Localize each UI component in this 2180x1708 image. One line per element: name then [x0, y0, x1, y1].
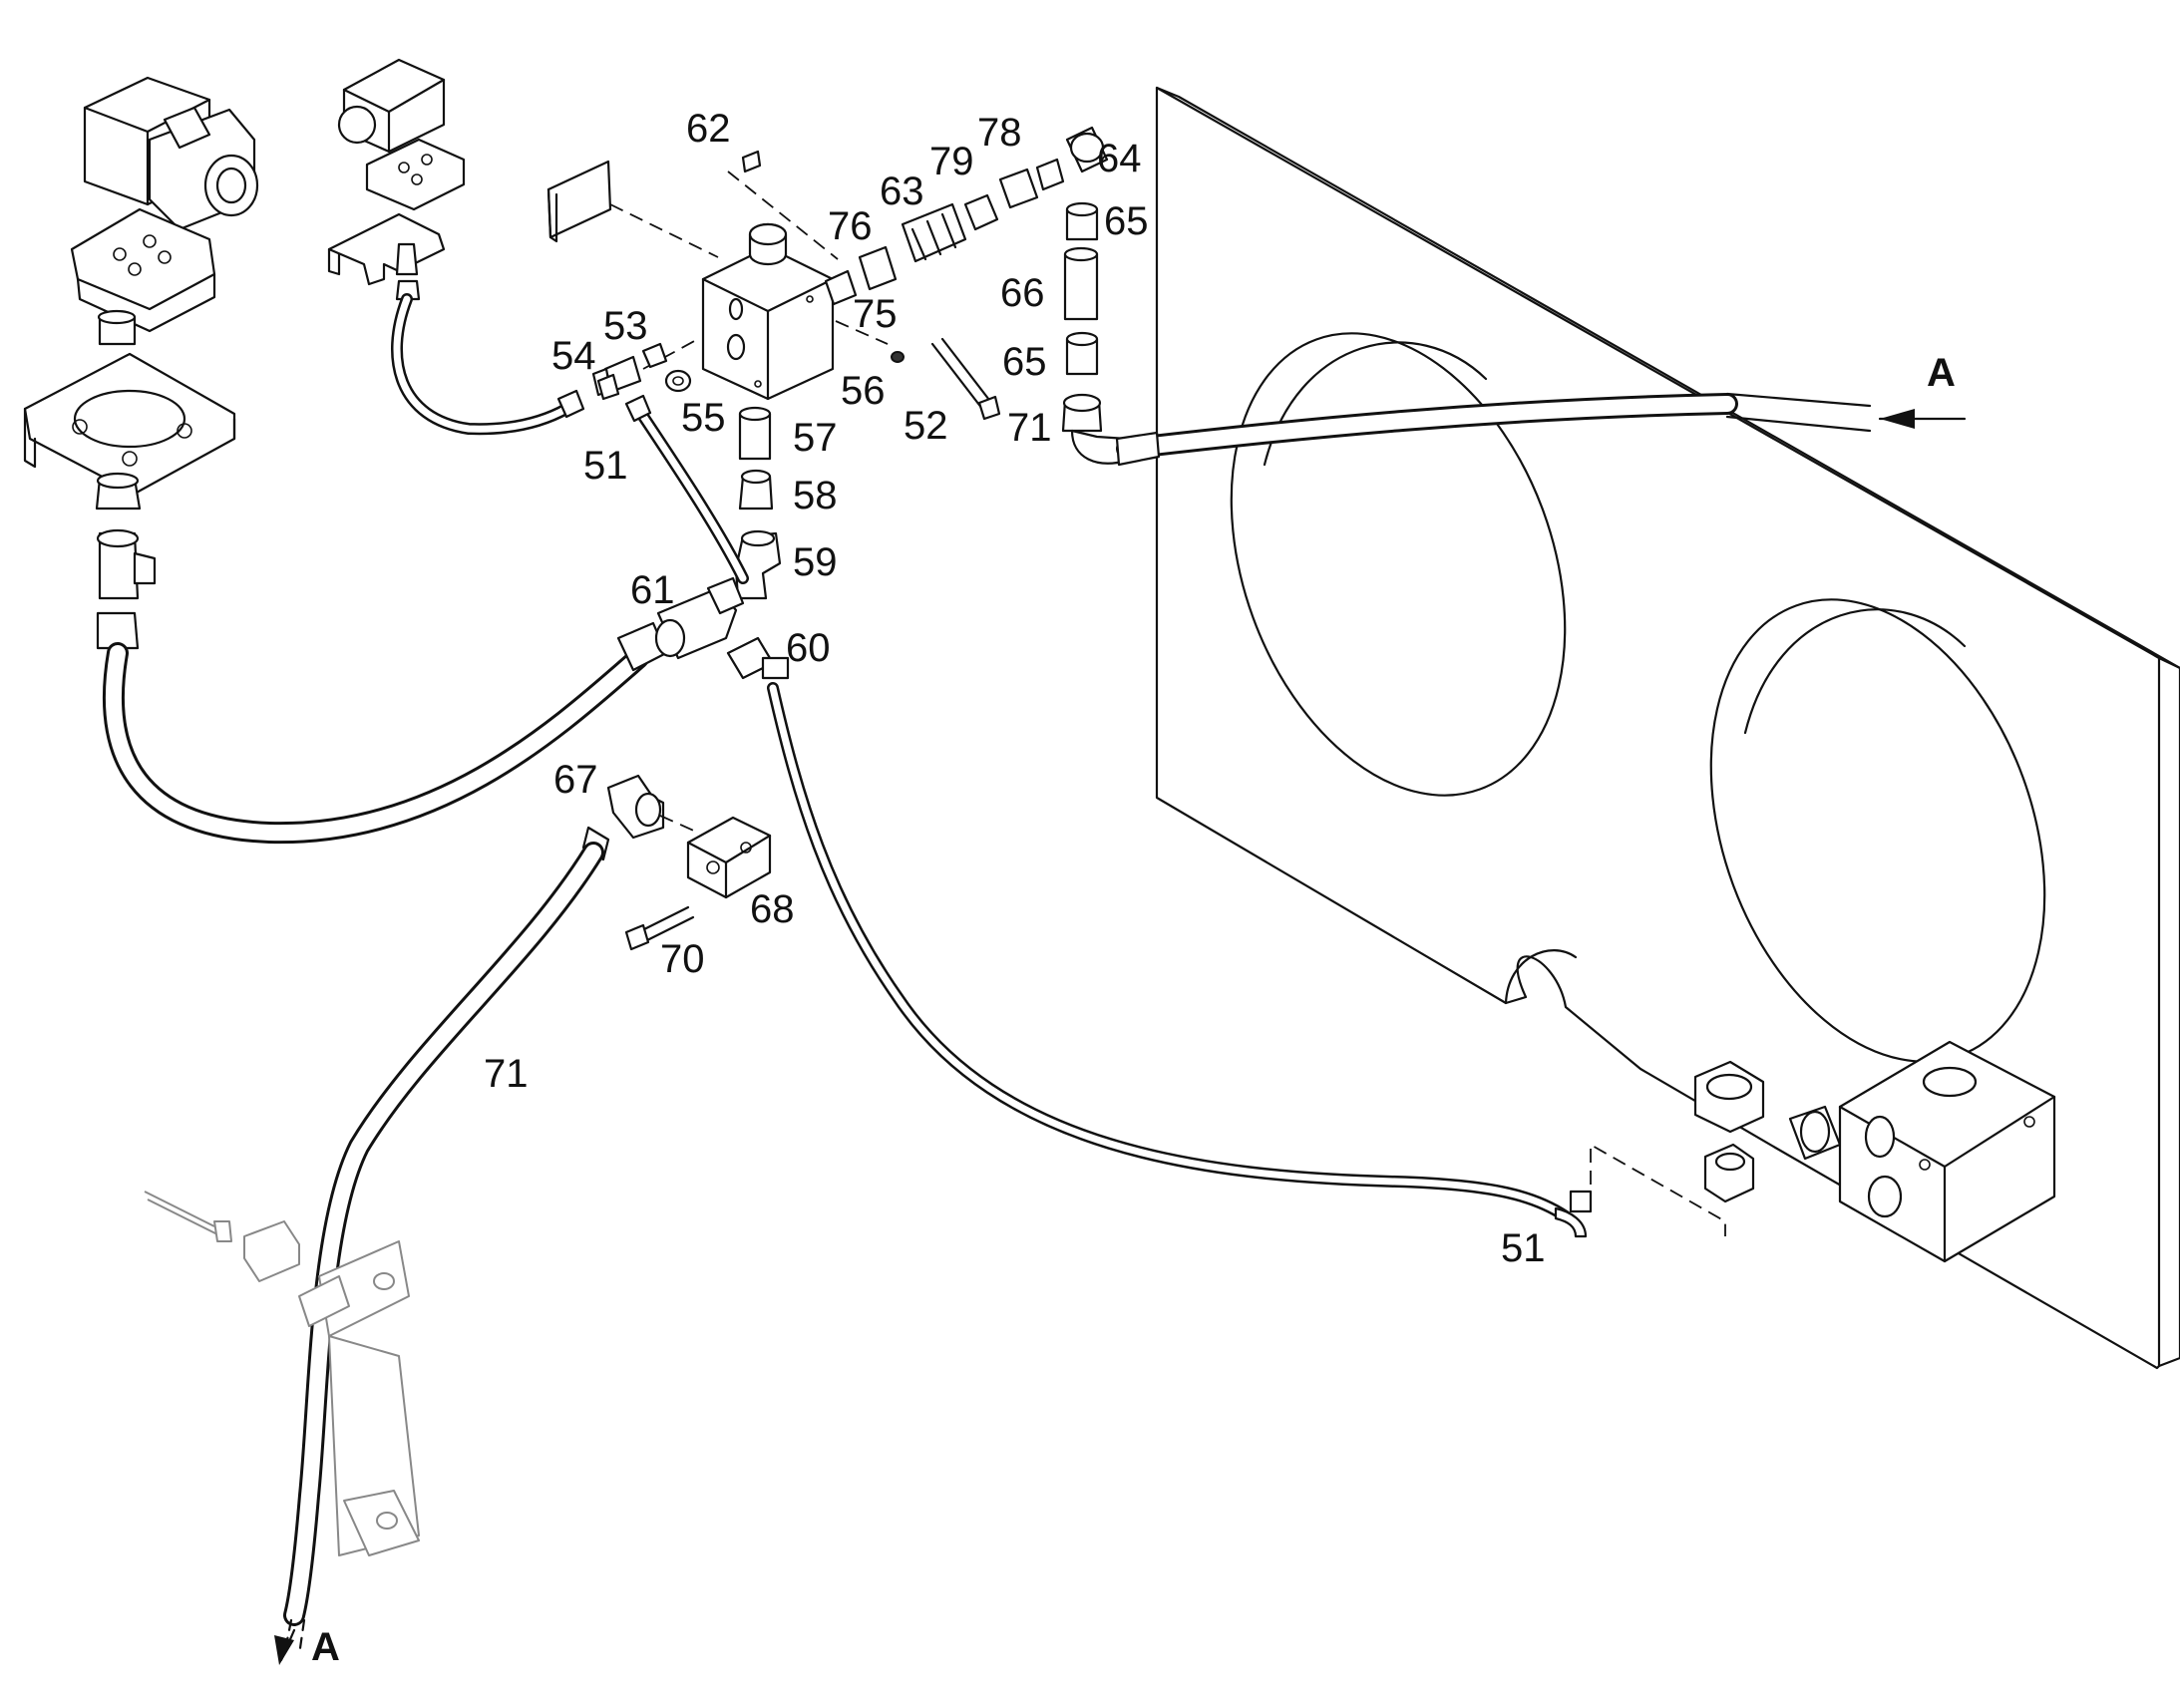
- fitting-assembly-lower-right: [1590, 1040, 2056, 1263]
- solenoid-valve-center: [327, 58, 466, 301]
- label-60: 60: [786, 626, 831, 670]
- hose-left-main: [102, 621, 668, 845]
- label-51-lower: 51: [1501, 1226, 1546, 1270]
- label-54: 54: [551, 334, 596, 378]
- label-65-lower: 65: [1002, 340, 1047, 384]
- label-64: 64: [1097, 137, 1142, 180]
- label-78: 78: [977, 111, 1022, 155]
- screw-70: [624, 905, 695, 951]
- label-65-upper: 65: [1104, 199, 1149, 243]
- label-56: 56: [841, 369, 886, 413]
- hose-71-top: [1070, 393, 1738, 467]
- label-58: 58: [793, 474, 838, 517]
- fitting-60: [726, 636, 790, 680]
- label-75: 75: [853, 292, 898, 336]
- label-55: 55: [681, 396, 726, 440]
- label-53: 53: [603, 304, 648, 348]
- plug-56: [835, 320, 905, 363]
- label-71-lower: 71: [484, 1052, 529, 1096]
- fitting-62: [727, 150, 839, 260]
- label-57: 57: [793, 416, 838, 460]
- flange-68: [686, 816, 772, 899]
- arrow-a-inlet: [1725, 392, 1967, 433]
- tube-51-upper: [596, 373, 749, 584]
- fitting-chain-top: [824, 126, 1109, 306]
- label-67: 67: [553, 758, 598, 802]
- label-59: 59: [793, 540, 838, 584]
- label-62: 62: [686, 107, 731, 151]
- bracket-lower-left: [144, 1191, 420, 1556]
- label-63: 63: [880, 170, 924, 213]
- manifold-block-center: [546, 160, 835, 401]
- mounting-bracket-left: [23, 352, 236, 496]
- screw-52: [930, 337, 1001, 421]
- elbow-67: [606, 774, 699, 840]
- label-79: 79: [929, 140, 974, 183]
- label-61: 61: [630, 568, 675, 612]
- mounting-plate: [1155, 86, 2180, 1370]
- callout-labels: 62 78 79 63 64 65 76 66 75 53 54 65 56 5…: [311, 107, 1956, 1669]
- label-52: 52: [904, 404, 948, 448]
- label-a-bottom: A: [311, 1625, 340, 1669]
- label-a-top: A: [1927, 351, 1956, 395]
- label-76: 76: [828, 204, 873, 248]
- tube-51-long: [767, 682, 1593, 1238]
- tee-61: [654, 576, 745, 660]
- label-71-upper: 71: [1007, 406, 1052, 450]
- label-51-upper: 51: [583, 444, 628, 488]
- fittings-57-58-59: [734, 406, 782, 600]
- fitting-stack-right: [1061, 201, 1103, 433]
- tube-center-left: [391, 293, 585, 436]
- label-70: 70: [660, 937, 705, 981]
- label-68: 68: [750, 887, 795, 931]
- solenoid-valve-left: [70, 76, 259, 346]
- tee-fitting-left: [95, 472, 157, 650]
- hose-71-lower: [274, 826, 610, 1665]
- label-66: 66: [1000, 271, 1045, 315]
